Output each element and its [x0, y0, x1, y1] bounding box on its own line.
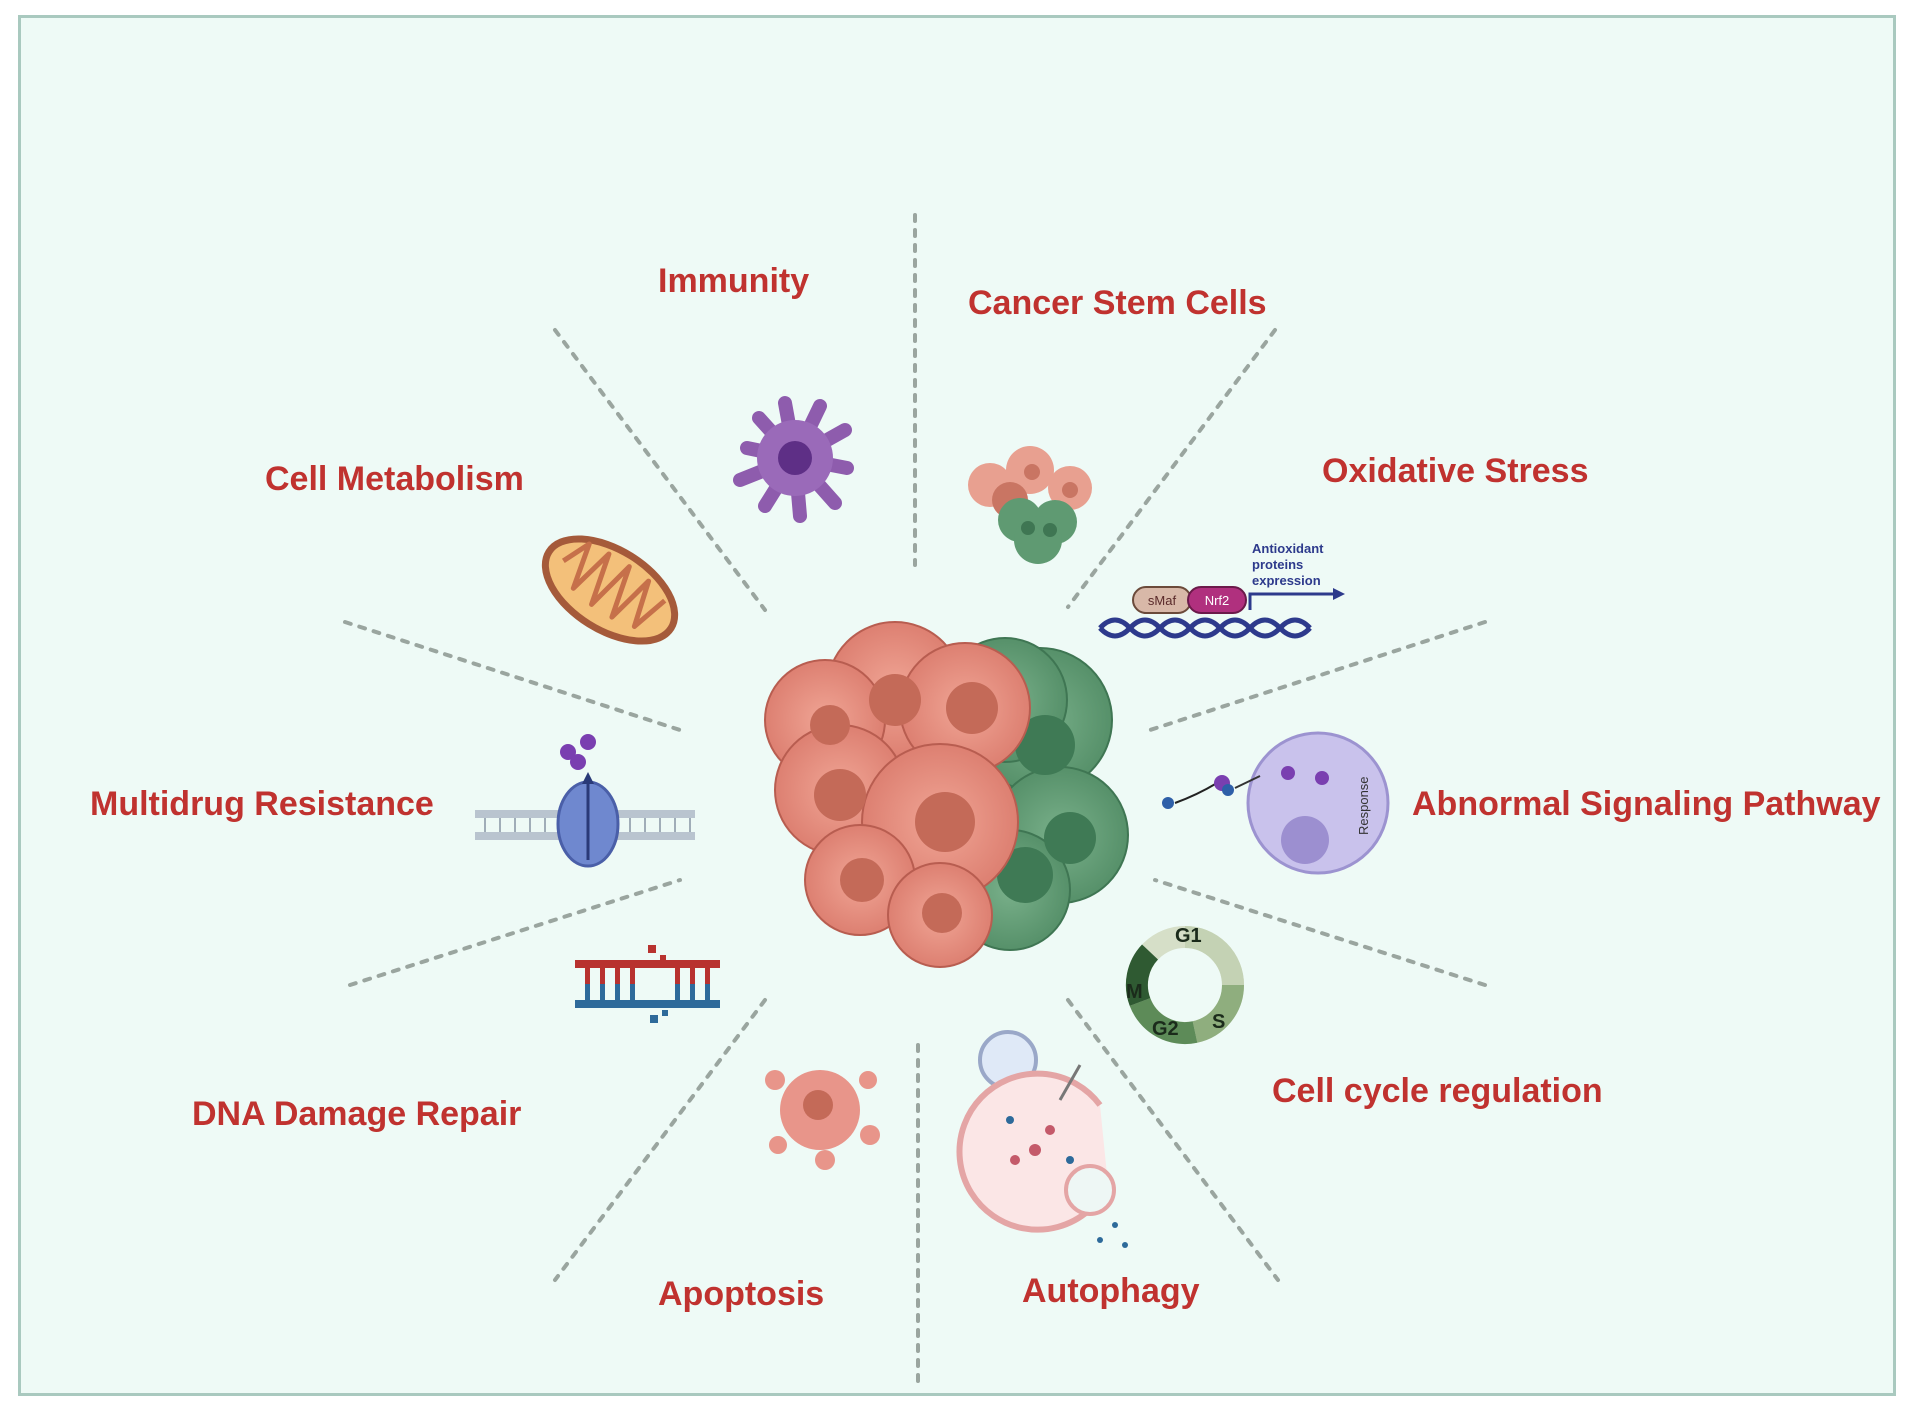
- signaling-cell-icon: Response: [1162, 731, 1390, 875]
- dendritic-cell-icon: [733, 396, 854, 523]
- label-immunity: Immunity: [658, 262, 809, 300]
- label-multidrug-resistance: Multidrug Resistance: [90, 785, 434, 823]
- broken-dna-icon: [575, 945, 720, 1023]
- phase-g1: G1: [1175, 925, 1202, 947]
- antioxidant-line-1: Antioxidant: [1252, 541, 1324, 556]
- nrf2-label: Nrf2: [1205, 593, 1230, 608]
- label-cancer-stem-cells: Cancer Stem Cells: [968, 284, 1267, 322]
- antioxidant-line-2: proteins: [1252, 557, 1303, 572]
- label-abnormal-signaling: Abnormal Signaling Pathway: [1412, 785, 1881, 823]
- central-tumor: [764, 621, 1129, 968]
- tumor-red-cells: [764, 621, 1031, 968]
- cell-cycle-ring-icon: G1 S G2 M: [1125, 925, 1245, 1045]
- phase-m: M: [1126, 981, 1143, 1003]
- antioxidant-line-3: expression: [1252, 573, 1321, 588]
- category-labels: Immunity Cancer Stem Cells Oxidative Str…: [90, 262, 1881, 1313]
- smaf-label: sMaf: [1148, 593, 1177, 608]
- divider-lines: [343, 213, 1487, 1392]
- response-label: Response: [1356, 776, 1371, 835]
- autophagosome-icon: [956, 1030, 1128, 1248]
- label-cell-metabolism: Cell Metabolism: [265, 460, 524, 498]
- label-oxidative-stress: Oxidative Stress: [1322, 452, 1588, 490]
- stem-cell-cluster-icon: [968, 446, 1092, 564]
- phase-g2: G2: [1152, 1018, 1179, 1040]
- label-cell-cycle: Cell cycle regulation: [1272, 1072, 1603, 1110]
- membrane-pump-icon: [475, 734, 695, 868]
- label-apoptosis: Apoptosis: [658, 1275, 824, 1313]
- label-autophagy: Autophagy: [1022, 1272, 1200, 1310]
- nrf2-dna-icon: sMaf Nrf2 Antioxidant proteins expressio…: [1098, 541, 1345, 639]
- phase-s: S: [1212, 1011, 1225, 1033]
- mitochondrion-icon: [541, 535, 679, 645]
- label-dna-damage-repair: DNA Damage Repair: [192, 1095, 521, 1133]
- apoptotic-cell-icon: [765, 1070, 880, 1170]
